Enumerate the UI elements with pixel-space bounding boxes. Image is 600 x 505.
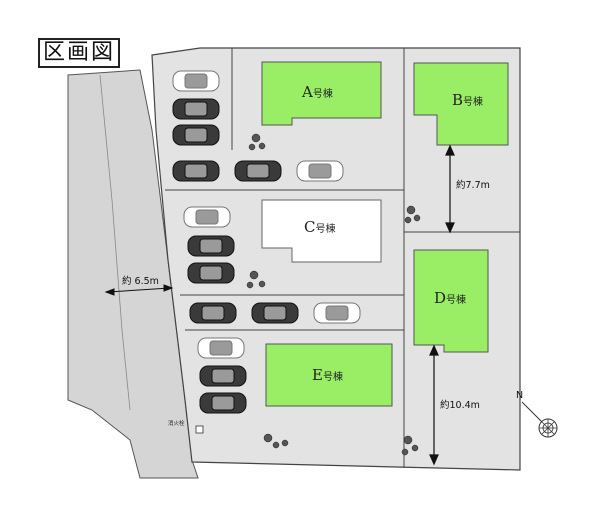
building-b: B号棟 — [413, 62, 509, 146]
building-c-shape — [261, 199, 382, 263]
car-outline — [172, 70, 220, 92]
compass-icon — [521, 401, 558, 438]
building-e-shape — [265, 343, 393, 407]
page-title: 区画図 — [38, 38, 120, 68]
car-outline — [296, 160, 344, 182]
road — [67, 69, 199, 479]
car — [199, 392, 247, 414]
b-gap-dimension — [445, 144, 455, 234]
b-gap-label: 約7.7m — [456, 179, 490, 191]
car — [189, 302, 237, 324]
car — [172, 124, 220, 146]
compass-label: N — [516, 390, 523, 401]
d-gap-label: 約10.4m — [440, 399, 480, 411]
parking-e — [197, 337, 247, 414]
car-outline — [313, 302, 361, 324]
building-d-label: D号棟 — [434, 289, 466, 307]
facility-label: 消火栓 — [168, 419, 185, 427]
car — [234, 160, 282, 182]
car — [172, 98, 220, 120]
road-edge — [99, 74, 131, 411]
road-width-label: 約 6.5m — [122, 275, 159, 287]
building-a: A号棟 — [261, 61, 382, 126]
building-c: C号棟 — [261, 199, 382, 263]
building-b-shape — [413, 62, 509, 146]
lot-lines — [165, 48, 520, 468]
car — [172, 160, 220, 182]
car-outline — [183, 206, 231, 228]
building-e: E号棟 — [265, 343, 393, 407]
building-e-label: E号棟 — [312, 366, 343, 384]
building-d: D号棟 — [413, 249, 489, 353]
shrubs — [246, 133, 421, 456]
car — [187, 235, 235, 257]
facility-marker — [195, 425, 204, 434]
d-gap-dimension — [429, 344, 439, 466]
car — [187, 262, 235, 284]
road-width-dimension — [104, 284, 174, 296]
building-d-shape — [413, 249, 489, 353]
car-outline — [197, 337, 245, 359]
car — [251, 302, 299, 324]
building-c-label: C号棟 — [304, 218, 335, 236]
car — [199, 365, 247, 387]
building-b-label: B号棟 — [452, 91, 483, 109]
building-a-shape — [261, 61, 382, 126]
building-a-label: A号棟 — [301, 83, 333, 101]
